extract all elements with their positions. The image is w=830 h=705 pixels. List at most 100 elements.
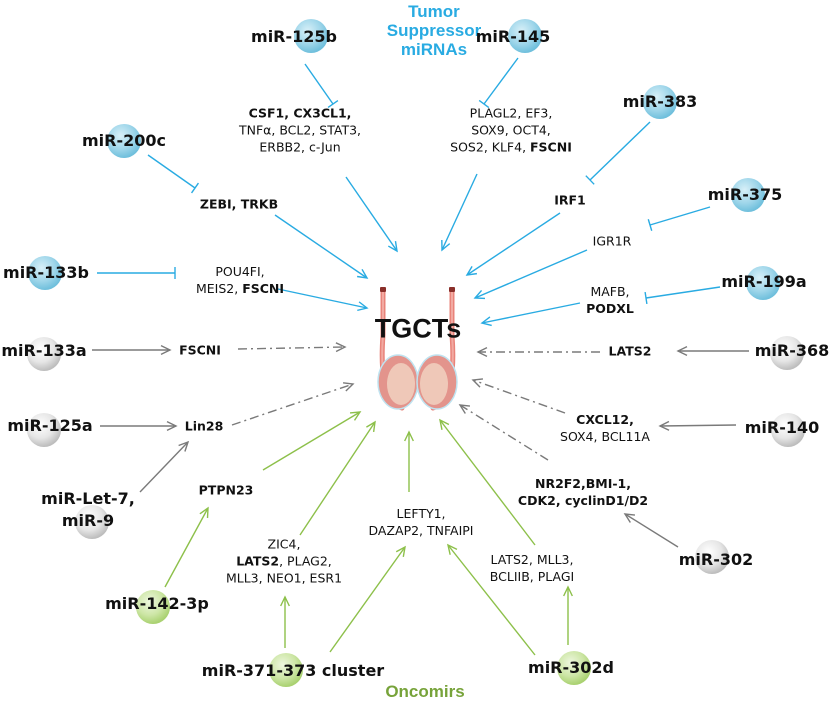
arrowhead-icon [458,404,471,414]
mirna-mir-302d[interactable]: miR-302d [528,658,614,677]
arrowhead-icon [160,345,172,355]
target-line: SOX4, BCL11A [560,429,650,444]
mirna-mir-140[interactable]: miR-140 [744,418,820,437]
inhibit-mir-145 [478,57,519,109]
targets-mir-145: PLAGL2, EF3, SOX9, OCT4, SOS2, KLF4, FSC… [450,105,572,156]
mirna-mir-371-373-cluster[interactable]: miR-371-373 cluster [201,661,385,680]
arrow-383-targets [465,212,561,276]
targets-mir-125b: CSF1, CX3CL1, TNFα, BCL2, STAT3, ERBB2, … [239,105,361,156]
arrow-nr2f2-tgcts [458,404,549,461]
target-line: LEFTY1, [396,506,446,521]
targets-mir-383: IRF1 [554,192,586,208]
target-line: POU4FI, [215,264,265,279]
arrowhead-icon [623,513,636,523]
mirna-mir-199a[interactable]: miR-199a [721,272,807,291]
arrow-375-targets [473,249,588,300]
arrowhead-icon [335,342,347,353]
targets-mir-133a: FSCNI [179,342,221,358]
heading-line: miRNAs [400,40,468,59]
target-line: DAZAP2, TNFAIPI [368,523,474,538]
mirna-line: miR-Let-7, [41,489,135,508]
target-line: MAFB, [590,284,630,299]
arrowhead-icon [395,545,406,557]
arrowhead-icon [465,266,478,276]
target-line: SOX9, OCT4, [471,122,551,138]
arrowhead-icon [480,316,492,327]
mirna-mir-let-7-mir-9[interactable]: miR-Let-7, miR-9 [41,488,135,532]
target-text: MEIS2, [195,281,243,296]
targets-mir-125a: Lin28 [184,418,224,434]
oncomirs-heading: Oncomirs [385,682,465,701]
inhibition-bar-icon [190,182,200,194]
arrowhead-icon [357,268,369,279]
arrowhead-icon [199,506,209,519]
inhibit-mir-383 [585,121,651,185]
mirna-mir-133b[interactable]: miR-133b [3,263,89,282]
arrow-mir-368 [676,346,749,356]
ball-mir-375 [731,178,765,212]
center-label: TGCTs [374,313,462,344]
target-line: LATS2, MLL3, [490,552,574,567]
ball-mir-368 [770,336,804,370]
arrow-145-targets [441,173,478,252]
mirna-mir-200c[interactable]: miR-200c [82,131,166,150]
arrow-mir-140 [658,420,737,431]
arrowhead-icon [447,543,458,555]
arrowhead-icon [387,241,398,253]
arrowhead-icon [441,239,451,252]
target-text: SOS2, KLF4, [450,139,531,155]
mirna-mir-125a[interactable]: miR-125a [7,416,93,435]
arrow-lin28-tgcts [231,382,355,426]
targets-mir-302: NR2F2,BMI-1, CDK2, cyclinD1/D2 [518,475,648,509]
target-text: FSCNI [530,139,572,155]
target-line: NR2F2,BMI-1, [534,476,632,491]
ball-mir-140 [771,413,805,447]
inhibition-bar-icon [647,219,653,231]
target-line: CDK2, cyclinD1/D2 [517,493,649,508]
ball-mir-383 [643,85,677,119]
arrow-cxcl12-tgcts [471,378,566,414]
arrowhead-icon [439,418,450,430]
target-line: BCLIIB, PLAGI [489,569,575,584]
ball-mir-371-373 [269,653,303,687]
mirna-mir-133a[interactable]: miR-133a [1,341,87,360]
arrow-lats2-tgcts-green [439,418,536,546]
targets-mir-368: LATS2 [608,343,652,359]
ball-mir-302 [695,540,729,574]
target-text: FSCNI [242,281,285,296]
mirna-mir-145[interactable]: miR-145 [475,27,551,46]
target-line: CXCL12, [576,412,634,427]
heading-line: Tumor [408,2,460,21]
arrowhead-icon [349,411,362,421]
targets-mir-133b: POU4FI, MEIS2, FSCNI [196,263,284,297]
arrow-200c-targets [274,214,369,279]
arrow-mir-302 [623,513,679,548]
targets-mir-140: CXCL12, SOX4, BCL11A [560,411,650,445]
ball-mir-302d [557,651,591,685]
mirna-mir-383[interactable]: miR-383 [622,92,698,111]
mirna-mir-375[interactable]: miR-375 [707,185,783,204]
inhibition-bar-icon [478,99,490,109]
mirna-mir-125b[interactable]: miR-125b [251,27,337,46]
inhibit-mir-125b [304,63,339,109]
mirna-mir-302[interactable]: miR-302 [678,550,754,569]
ball-mir-125a [27,413,61,447]
target-line: MLL3, NEO1, ESR1 [225,570,343,586]
ball-mir-let-7 [75,505,109,539]
arrowhead-icon [471,378,484,388]
arrow-lefty1-tgcts [404,430,414,492]
target-line: ERBB2, c-Jun [259,139,341,155]
testes-illustration [377,287,458,411]
target-line: CSF1, CX3CL1, [248,105,352,121]
arrow-zic4-tgcts [299,420,376,536]
arrow-302d-lats2 [563,585,573,645]
target-line: TNFα, BCL2, STAT3, [238,122,362,138]
ball-mir-133a [27,337,61,371]
mirna-line: miR-9 [61,511,115,530]
mirna-mir-368[interactable]: miR-368 [754,341,830,360]
arrow-125b-targets [345,176,398,253]
ball-mir-145 [508,19,542,53]
arrowhead-icon [280,595,290,607]
mirna-mir-142-3p[interactable]: miR-142-3p [105,594,209,613]
